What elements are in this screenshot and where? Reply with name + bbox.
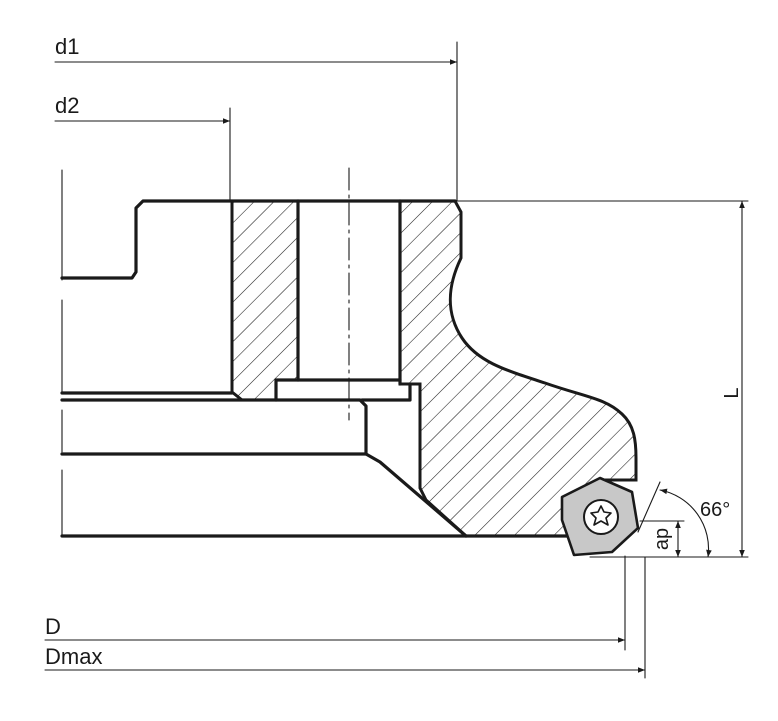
label-ap: ap <box>651 528 673 550</box>
label-d2: d2 <box>55 93 79 118</box>
dimension-Dmax: Dmax <box>44 556 646 679</box>
body-outline <box>60 169 585 538</box>
torx-screw-icon <box>590 505 612 526</box>
label-L: L <box>721 387 743 398</box>
dimension-angle: 66° <box>637 481 730 558</box>
label-Dmax: Dmax <box>45 644 102 669</box>
dimension-d2: d2 <box>54 93 231 202</box>
label-angle: 66° <box>700 499 730 521</box>
label-D: D <box>45 614 61 639</box>
section-left <box>230 199 300 402</box>
insert <box>560 476 640 557</box>
dimension-d1: d1 <box>54 34 458 202</box>
dimension-L: L <box>454 200 749 558</box>
section-right <box>398 199 638 538</box>
label-d1: d1 <box>55 34 79 59</box>
dimension-D: D <box>44 555 626 651</box>
dimension-ap: ap <box>639 520 685 558</box>
